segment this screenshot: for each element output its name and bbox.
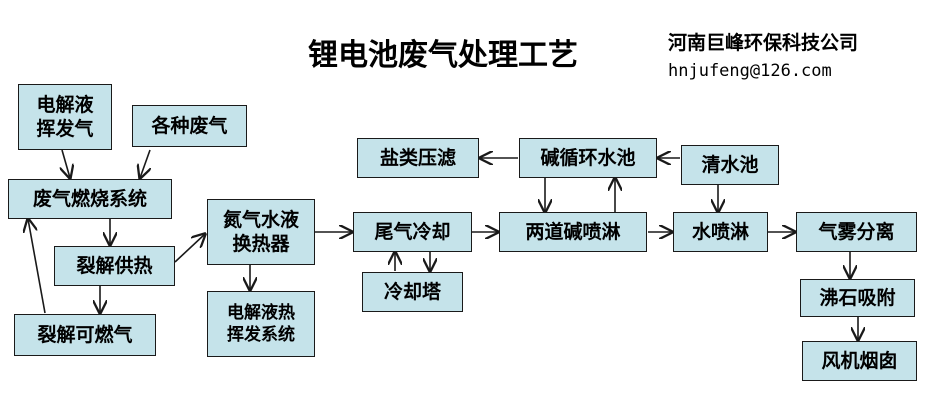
arrow-pyrolysis-to-exchanger xyxy=(174,234,205,263)
node-electrolyte-heat-volatile-system: 电解液热 挥发系统 xyxy=(207,291,315,357)
node-electrolyte-gas: 电解液 挥发气 xyxy=(18,84,112,150)
diagram-title: 锂电池废气处理工艺 xyxy=(308,38,578,73)
arrow-various-to-combustion xyxy=(140,149,150,178)
node-fan-chimney: 风机烟囱 xyxy=(802,341,917,381)
node-waste-gas-combustion-system: 废气燃烧系统 xyxy=(8,179,172,219)
node-alkali-circulation-pool: 碱循环水池 xyxy=(519,138,657,178)
node-two-stage-alkali-spray: 两道碱喷淋 xyxy=(499,212,647,252)
company-email: hnjufeng@126.com xyxy=(668,61,832,81)
node-salt-filter-press: 盐类压滤 xyxy=(357,138,479,178)
node-pyrolysis-combustible-gas: 裂解可燃气 xyxy=(14,314,156,356)
arrow-combustible-to-combustion xyxy=(28,219,46,314)
node-pyrolysis-heating: 裂解供热 xyxy=(54,246,175,286)
node-tail-gas-cooling: 尾气冷却 xyxy=(353,212,472,252)
node-zeolite-adsorption: 沸石吸附 xyxy=(800,279,915,317)
node-water-spray: 水喷淋 xyxy=(673,212,768,252)
node-clear-water-pool: 清水池 xyxy=(681,145,779,185)
node-mist-separation: 气雾分离 xyxy=(796,212,917,252)
company-name: 河南巨峰环保科技公司 xyxy=(668,32,859,54)
arrow-electrolyte-to-combustion xyxy=(62,149,70,178)
node-ammonia-water-heat-exchanger: 氮气水液 换热器 xyxy=(207,199,315,265)
node-various-waste-gas: 各种废气 xyxy=(132,105,247,147)
node-cooling-tower: 冷却塔 xyxy=(362,272,463,312)
